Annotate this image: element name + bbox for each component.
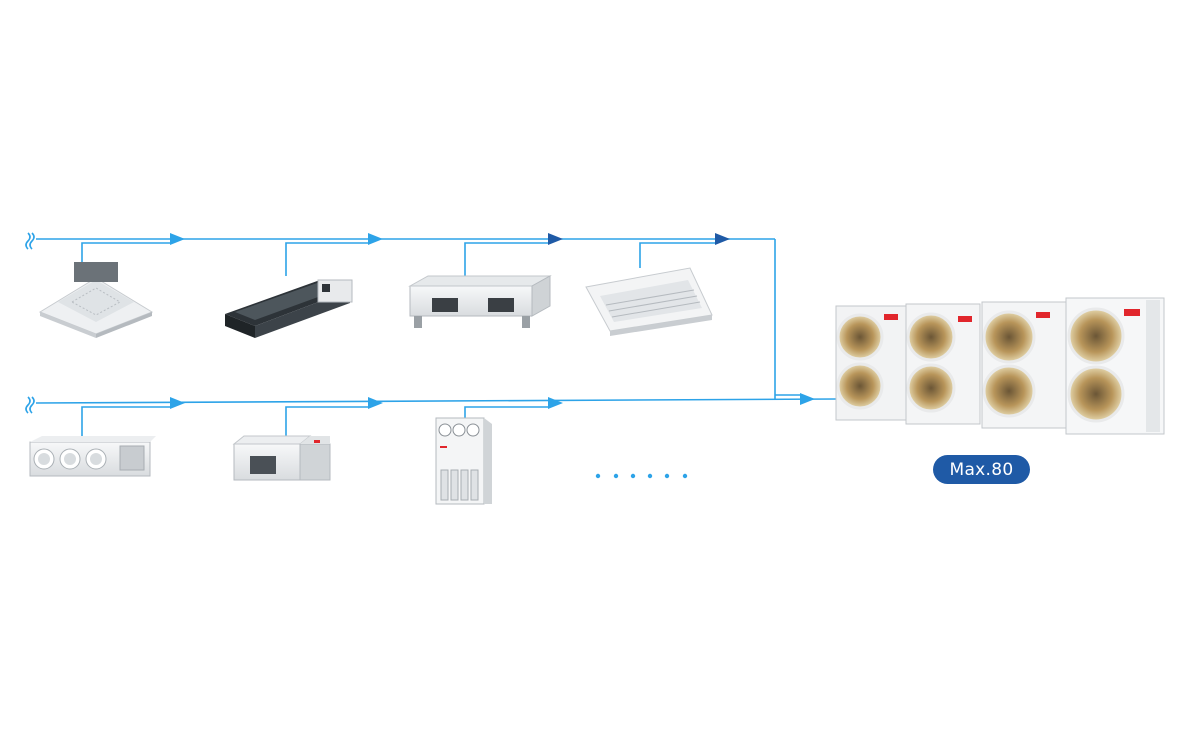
pipe-row-2 xyxy=(25,393,837,440)
pipe-row-1 xyxy=(25,232,776,399)
flow-arrow-icon xyxy=(368,233,383,245)
flow-arrow-icon xyxy=(548,397,563,409)
flow-arrow-icon xyxy=(170,397,185,409)
pipe-break-icon xyxy=(25,232,35,250)
air-handling-unit-icon xyxy=(232,435,331,481)
vrf-outdoor-unit-icon xyxy=(835,305,909,421)
slim-duct-unit-icon xyxy=(225,279,353,338)
pipe-break-icon xyxy=(25,396,35,414)
vrf-outdoor-unit-icon xyxy=(981,301,1067,429)
flow-arrow-icon xyxy=(548,233,563,245)
capacity-badge: Max.80 xyxy=(933,455,1030,484)
vrf-outdoor-unit-icon xyxy=(1065,297,1165,435)
flow-arrow-icon xyxy=(715,233,730,245)
vrf-outdoor-unit-icon xyxy=(905,303,981,425)
flow-arrow-icon xyxy=(170,233,185,245)
ceiling-cassette-unit-icon xyxy=(38,262,154,338)
capacity-label: Max.80 xyxy=(949,459,1014,480)
flow-arrow-icon xyxy=(800,393,815,405)
high-static-duct-unit-icon xyxy=(408,275,552,328)
fresh-air-processing-unit-icon xyxy=(29,436,156,477)
flow-arrow-icon xyxy=(368,397,383,409)
one-way-cassette-unit-icon xyxy=(585,267,713,336)
more-units-ellipsis xyxy=(595,473,688,479)
floor-standing-unit-icon xyxy=(435,417,492,505)
outdoor-unit-group xyxy=(835,297,1165,435)
